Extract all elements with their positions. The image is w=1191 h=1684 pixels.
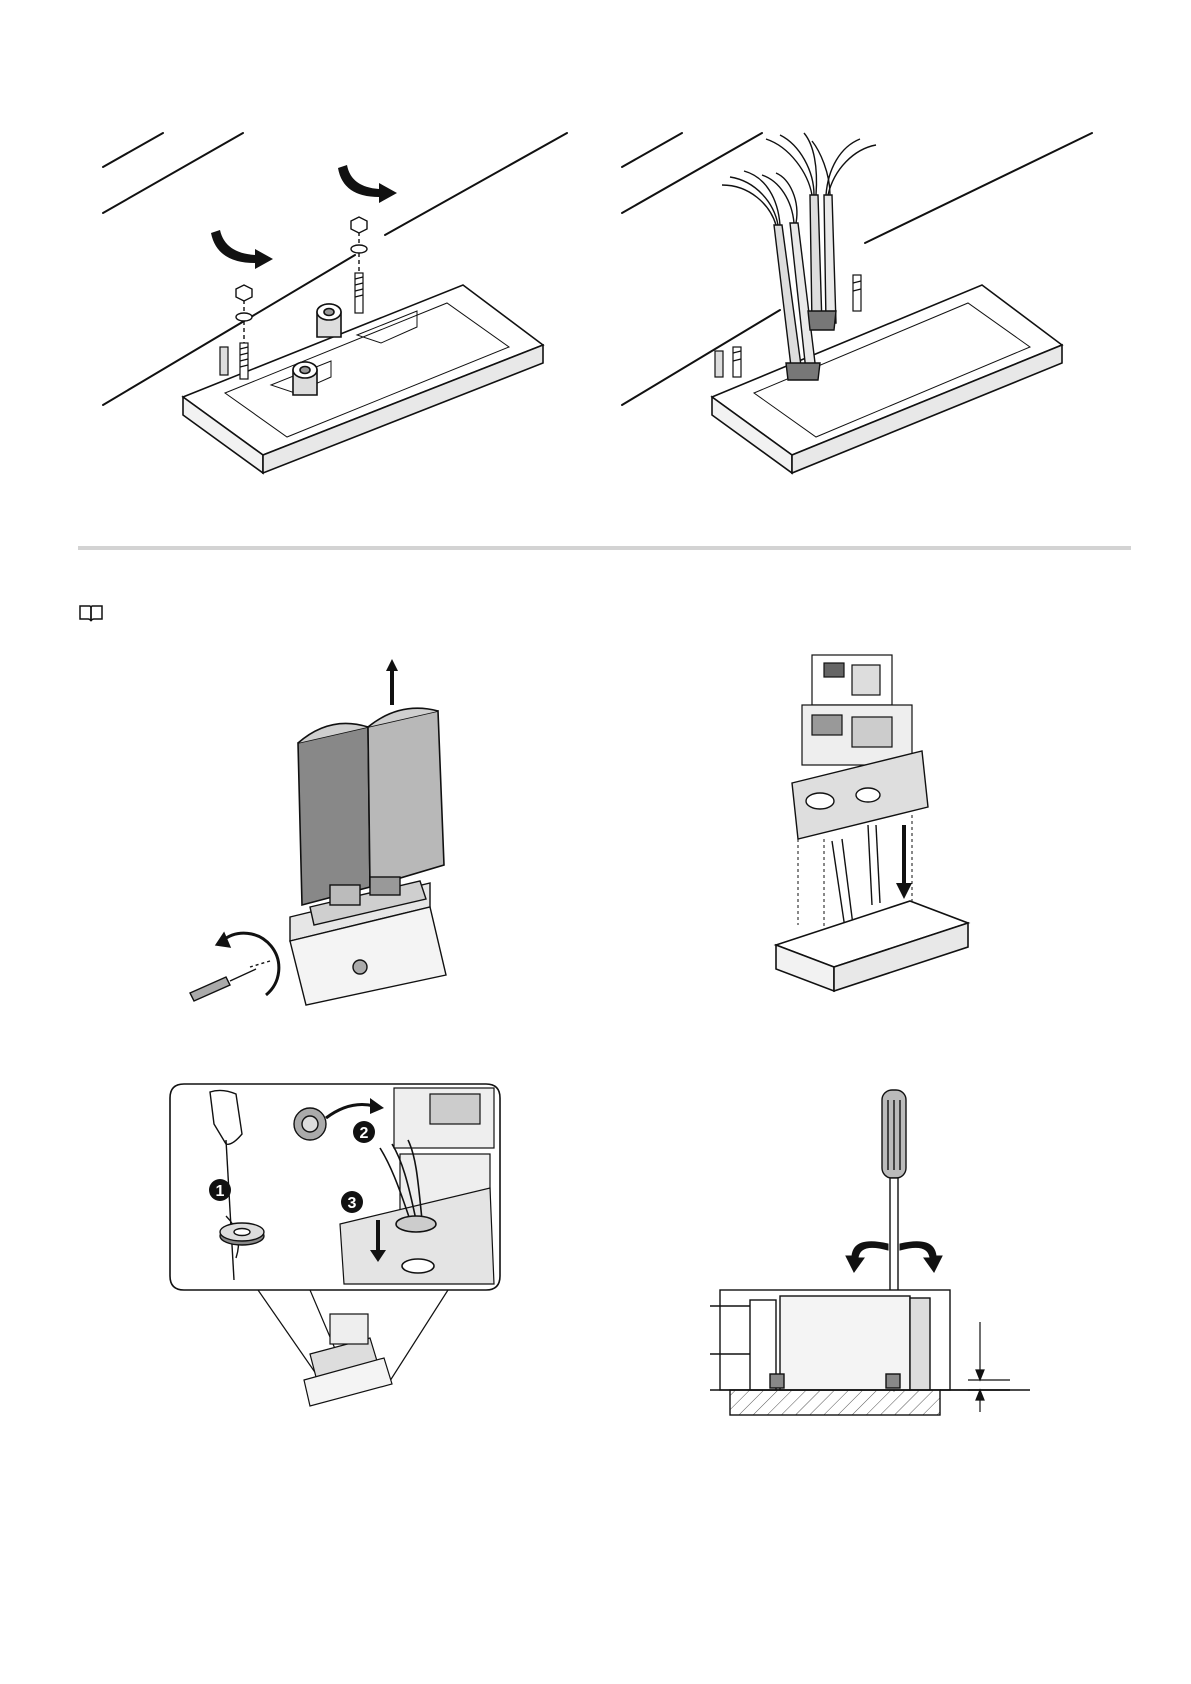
nut [236, 285, 252, 301]
motor-body [710, 1290, 950, 1390]
down-arrow-icon [896, 825, 912, 899]
screwdriver-icon [190, 933, 279, 1001]
anchor-plate-bolts-figure [95, 125, 575, 485]
step-2-label: 2 [360, 1125, 369, 1142]
washer [236, 313, 252, 321]
motor-base-small [304, 1314, 392, 1406]
motor-cover [298, 708, 444, 905]
remove-cover-figure [190, 655, 490, 1005]
step-3-badge: 3 [341, 1191, 363, 1213]
up-arrow-icon [386, 659, 398, 705]
open-book-icon [78, 603, 104, 623]
step-1-badge: 1 [209, 1179, 231, 1201]
rotate-arrow-icon [211, 165, 397, 269]
control-board [802, 655, 912, 765]
anchor-plate [712, 285, 1062, 473]
ground-edge-line [103, 133, 163, 167]
section-separator [78, 546, 1131, 550]
step-1-label: 1 [216, 1183, 225, 1200]
anchor-plate [776, 901, 968, 991]
step-3-label: 3 [348, 1195, 357, 1212]
step-2-badge: 2 [353, 1121, 375, 1143]
cable-grommet-figure: 1 2 3 [170, 1084, 500, 1414]
anchor-plate-cables-figure [620, 125, 1100, 485]
cable-wires [722, 133, 876, 225]
position-motor-figure [772, 655, 972, 1005]
height-adjust-figure [710, 1090, 1030, 1415]
dimension-marker [968, 1322, 1010, 1412]
